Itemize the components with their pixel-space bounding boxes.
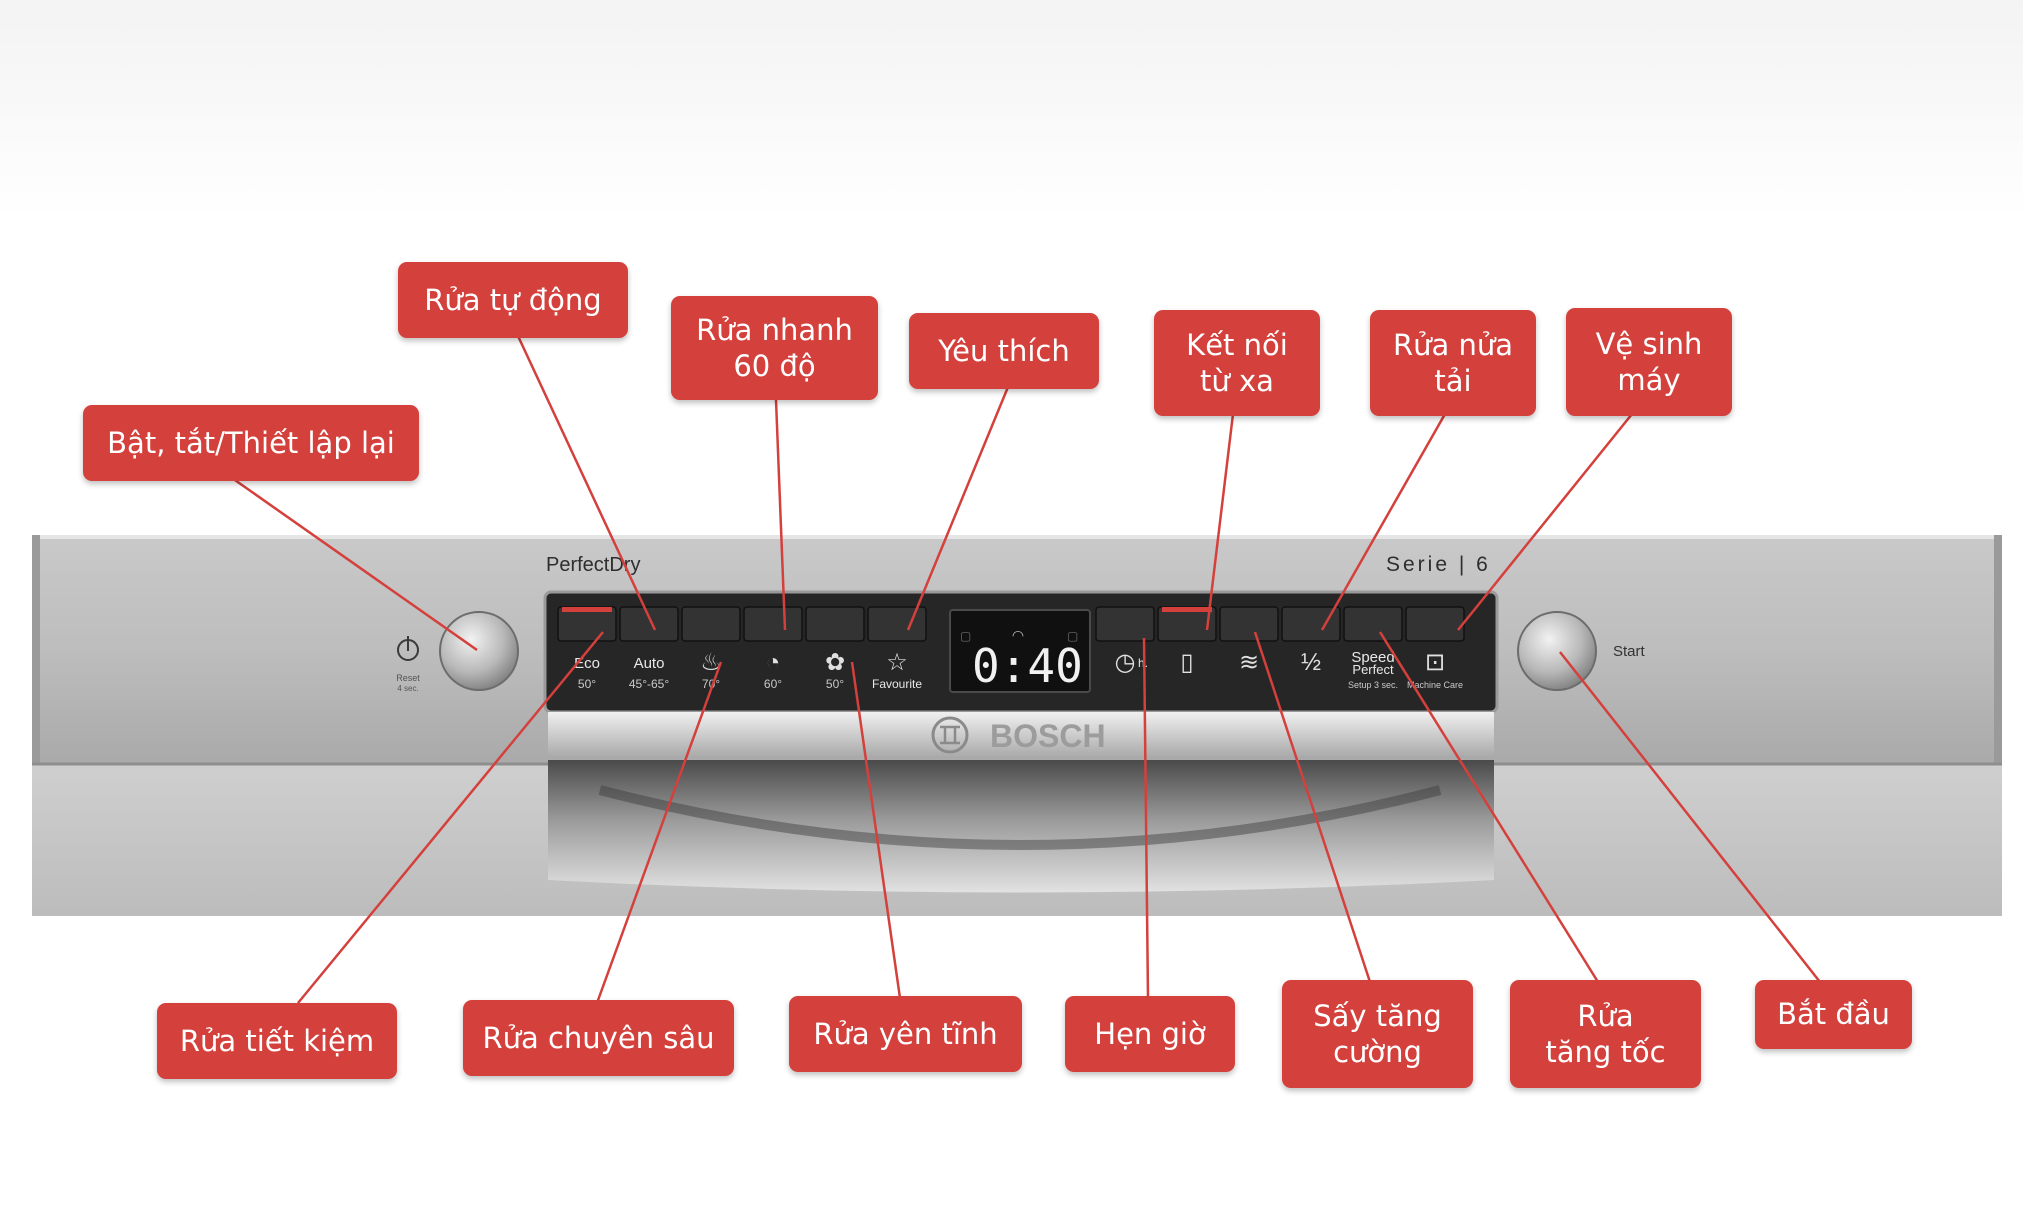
start-label: Start — [1613, 643, 1646, 660]
leader-lines — [231, 335, 1821, 1004]
leader-line-machinecare — [1457, 413, 1633, 631]
button-sublabel: Setup 3 sec. — [1348, 680, 1398, 690]
rinse-icon: ▢ — [960, 629, 971, 643]
background-shade — [0, 0, 2023, 220]
quick-wash-icon: ◔ — [766, 649, 781, 676]
leader-line-intensive — [595, 661, 723, 1004]
panel-button-half-load-icon[interactable] — [1281, 606, 1341, 642]
panel-button-auto[interactable] — [619, 606, 679, 642]
leader-line-silence — [850, 661, 902, 999]
logo-strip — [548, 712, 1494, 758]
panel-button-h-[interactable] — [1095, 606, 1155, 642]
active-indicator — [562, 607, 612, 612]
button-label: h. — [1138, 656, 1148, 670]
active-indicator — [1162, 607, 1212, 612]
reset-label: Reset — [396, 673, 420, 683]
panel-button-eco[interactable] — [557, 606, 617, 642]
star-icon: ☆ — [886, 649, 908, 676]
button-sublabel: 45°-65° — [629, 677, 669, 691]
panel-button-speed[interactable] — [1343, 606, 1403, 642]
display-time: 0:40 — [972, 639, 1083, 693]
clock-icon: ◷ — [1115, 649, 1136, 676]
panel-button-extra-dry-icon[interactable] — [1219, 606, 1279, 642]
series-label: Serie | 6 — [1386, 553, 1491, 576]
panel-button-silence-icon[interactable] — [805, 606, 865, 642]
callout-power-reset: Bật, tắt/Thiết lập lại — [83, 405, 419, 481]
callout-auto-wash: Rửa tự động — [398, 262, 628, 338]
wifi-icon: ◠ — [1012, 627, 1024, 643]
status-icon: ▢ — [1067, 629, 1078, 643]
button-sublabel: 50° — [826, 677, 844, 691]
panel-button-intensive-pot-icon[interactable] — [681, 606, 741, 642]
half-load-icon: ½ — [1301, 649, 1321, 676]
button-label-2: Perfect — [1352, 662, 1394, 677]
callout-extra-dry: Sấy tăng cường — [1282, 980, 1473, 1088]
start-button[interactable] — [1517, 611, 1597, 691]
button-label: Favourite — [872, 677, 922, 691]
callout-half-load: Rửa nửa tải — [1370, 310, 1536, 416]
leader-line-speed — [1378, 631, 1600, 983]
leader-line-auto — [516, 335, 657, 631]
button-sublabel: 70° — [702, 677, 720, 691]
leader-line-extradry — [1253, 631, 1372, 983]
callout-favourite: Yêu thích — [909, 313, 1099, 389]
callout-intensive-wash: Rửa chuyên sâu — [463, 1000, 734, 1076]
button-sublabel: 50° — [578, 677, 596, 691]
panel-button-favourite[interactable] — [867, 606, 927, 642]
button-label: Auto — [634, 655, 665, 672]
door-handle-recess — [548, 760, 1494, 893]
power-button[interactable] — [439, 611, 519, 691]
leader-line-halfload — [1320, 413, 1447, 631]
intensive-pot-icon: ♨ — [700, 649, 722, 676]
time-display — [949, 609, 1091, 693]
callout-timer: Hẹn giờ — [1065, 996, 1235, 1072]
leader-line-start — [1559, 651, 1821, 983]
brand-logo-text: BOSCH — [990, 718, 1106, 754]
leader-line-timer — [1142, 637, 1150, 999]
leader-line-quick60 — [774, 399, 787, 631]
reset-sub-label: 4 sec. — [397, 684, 418, 693]
perfectdry-label: PerfectDry — [546, 554, 640, 576]
extra-dry-icon: ≋ — [1239, 649, 1259, 676]
callout-silence-wash: Rửa yên tĩnh — [789, 996, 1022, 1072]
leader-line-eco — [297, 631, 604, 1004]
callout-remote-connect: Kết nối từ xa — [1154, 310, 1320, 416]
panel-button-machine-care-icon[interactable] — [1405, 606, 1465, 642]
button-label: Speed — [1351, 649, 1394, 666]
callout-speed-perfect: Rửa tăng tốc — [1510, 980, 1701, 1088]
callout-machine-care: Vệ sinh máy — [1566, 308, 1732, 416]
machine-care-icon: ⊡ — [1425, 649, 1445, 676]
callout-eco-wash: Rửa tiết kiệm — [157, 1003, 397, 1079]
callout-quick-wash-60: Rửa nhanh 60 độ — [671, 296, 878, 400]
button-sublabel: 60° — [764, 677, 782, 691]
bosch-logo-icon — [931, 716, 969, 754]
leader-line-power — [231, 476, 478, 652]
button-sublabel: Machine Care — [1407, 680, 1463, 690]
callout-start: Bắt đầu — [1755, 980, 1912, 1049]
silence-icon: ✿ — [825, 649, 845, 676]
panel-button-quick-wash-icon[interactable] — [743, 606, 803, 642]
remote-start-icon: ▯ — [1180, 649, 1193, 676]
leader-line-favourite — [906, 386, 1010, 631]
leader-line-remote — [1205, 413, 1235, 631]
